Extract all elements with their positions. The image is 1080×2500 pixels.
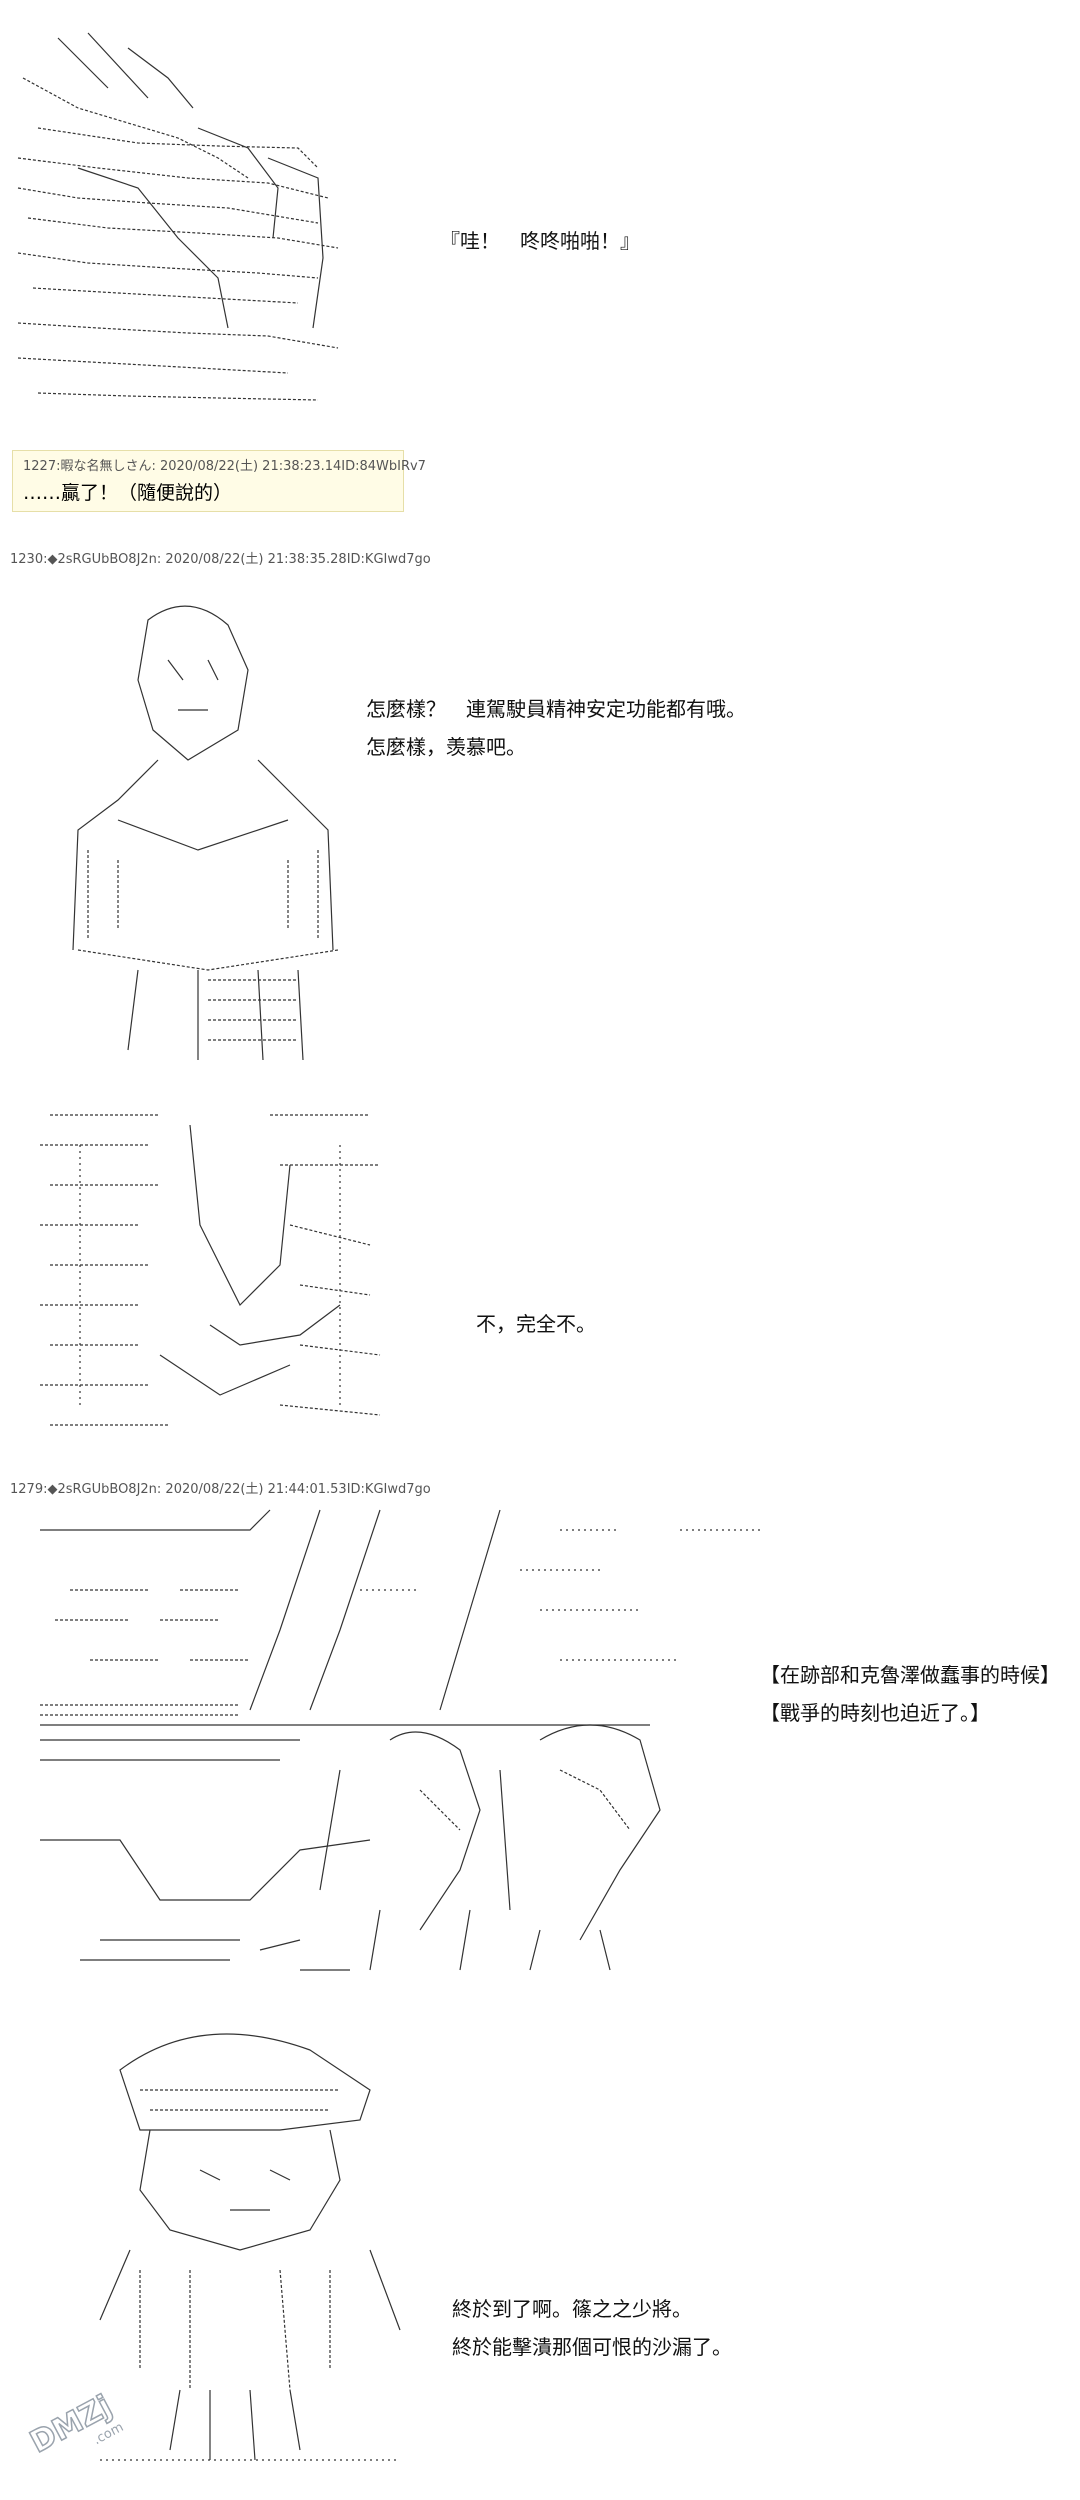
ascii-art-character-cap: [99, 2033, 401, 2461]
panel1-dialog: 『哇！ 咚咚啪啪！』: [440, 229, 640, 253]
post1279-line-1: 【在跡部和克魯澤做蠢事的時候】: [760, 1663, 1060, 1687]
ascii-art-bridge-scene: [40, 1509, 760, 1971]
reply-header: 1227:暇な名無しさん: 2020/08/22(土) 21:38:23.14I…: [23, 459, 426, 474]
post-header-1230: 1230:◆2sRGUbBO8J2n: 2020/08/22(土) 21:38:…: [10, 552, 431, 567]
post-header-1279: 1279:◆2sRGUbBO8J2n: 2020/08/22(土) 21:44:…: [10, 1482, 431, 1497]
panel5-line-2: 終於能擊潰那個可恨的沙漏了。: [452, 2335, 732, 2359]
post1230-line-1: 怎麼樣？ 連駕駛員精神安定功能都有哦。: [366, 697, 746, 721]
post1230-line-2: 怎麼樣，羡慕吧。: [366, 735, 526, 759]
ascii-art-character-1: [17, 32, 339, 401]
reply-box-1227: 1227:暇な名無しさん: 2020/08/22(土) 21:38:23.14I…: [12, 450, 426, 512]
reply-text: ……贏了！（隨便說的）: [23, 482, 233, 504]
svg-text:DMZj: DMZj: [25, 2389, 118, 2461]
ascii-art-mecha: [40, 1114, 381, 1426]
ascii-art-character-2: [72, 605, 339, 1061]
panel3-dialog: 不，完全不。: [476, 1312, 596, 1336]
post1279-line-2: 【戰爭的時刻也迫近了。】: [760, 1701, 990, 1725]
panel5-line-1: 終於到了啊。篠之之少將。: [452, 2297, 692, 2321]
